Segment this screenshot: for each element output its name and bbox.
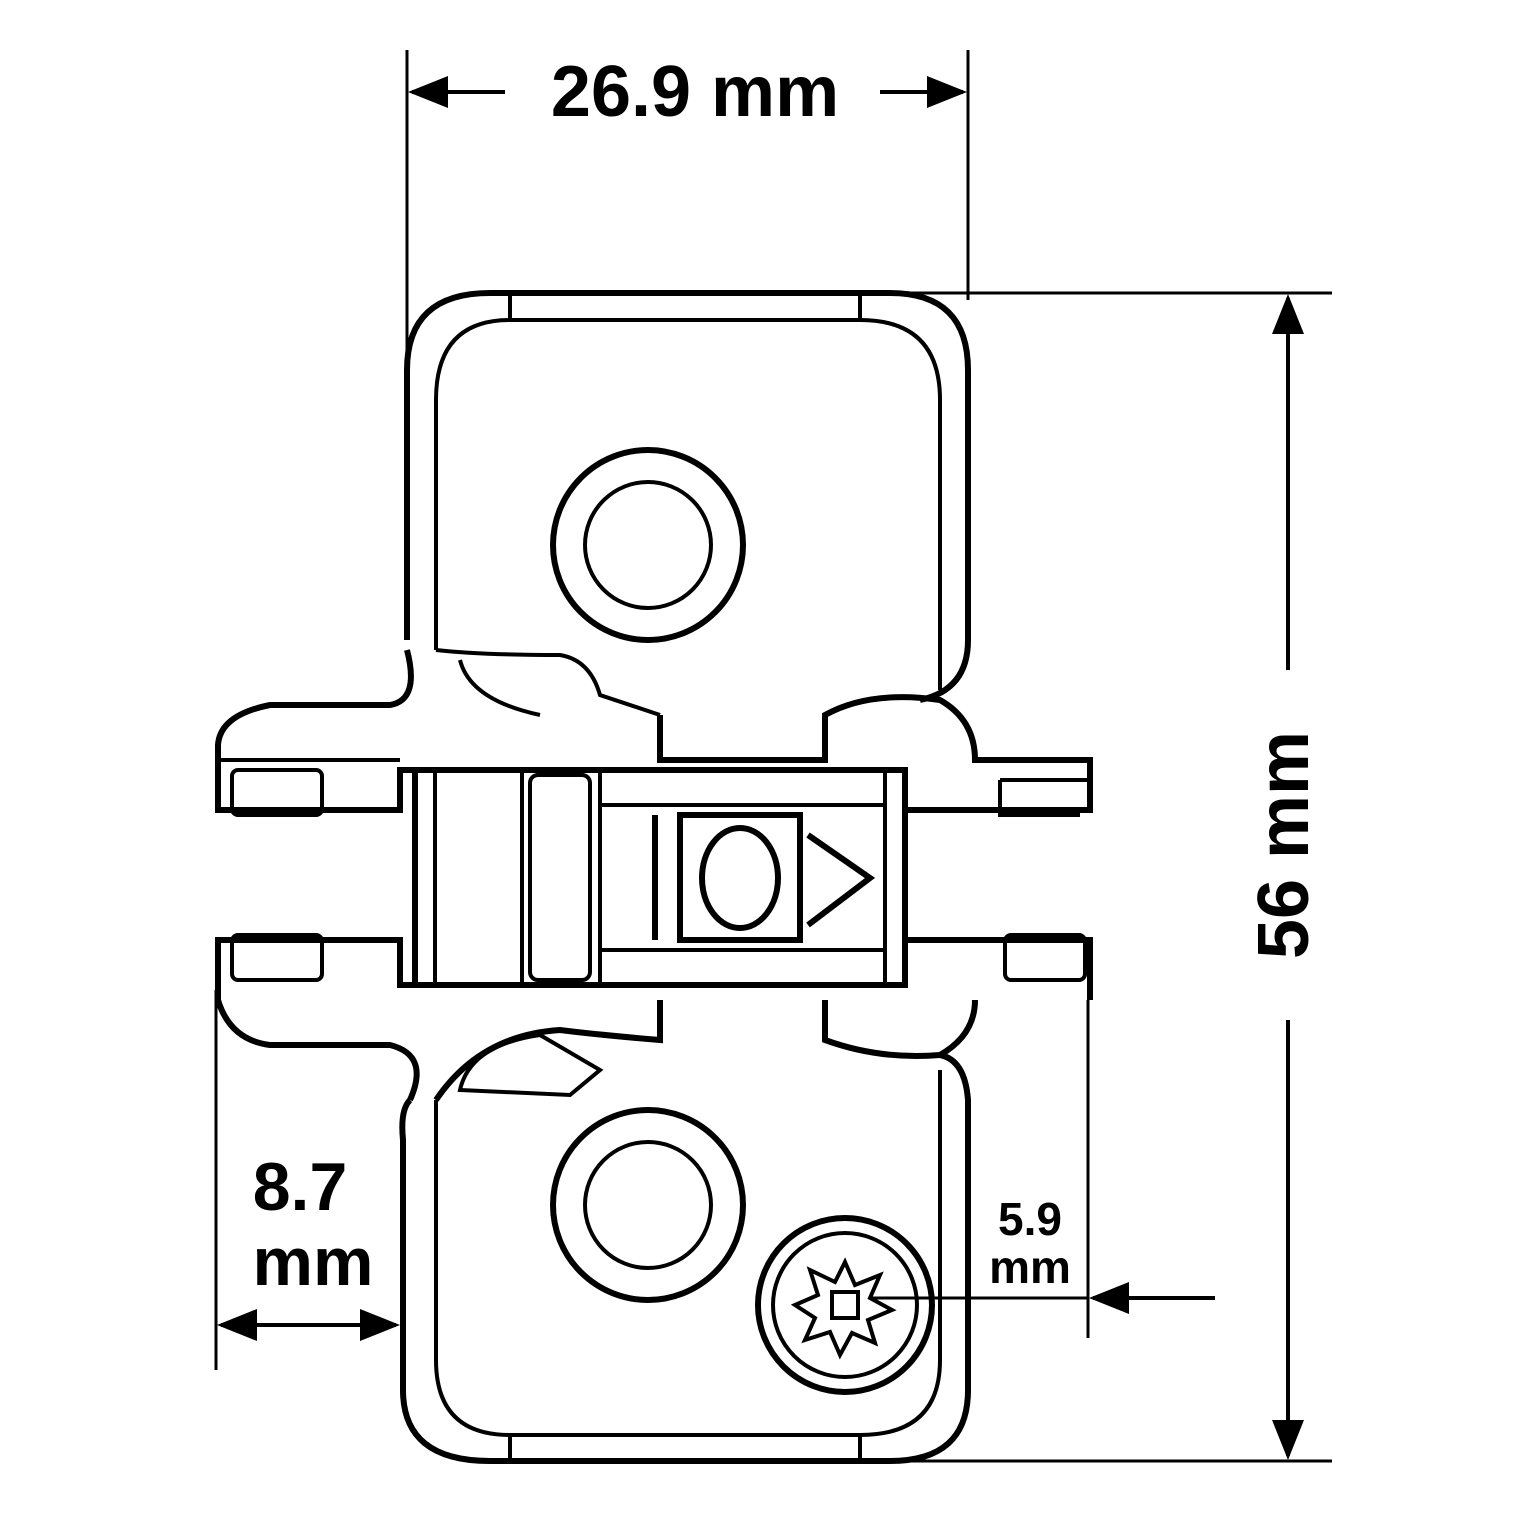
offset-value: 8.7 xyxy=(253,1149,348,1225)
cam-icon xyxy=(699,825,781,931)
offset-unit: mm xyxy=(253,1224,374,1300)
screw-unit: mm xyxy=(989,1241,1071,1293)
height-dimension: 56 mm xyxy=(870,291,1332,1463)
bottom-mounting-plate xyxy=(399,1052,971,1464)
screw-value: 5.9 xyxy=(998,1193,1062,1245)
pozidriv-head-icon xyxy=(790,1257,897,1360)
adjustment-window xyxy=(677,812,803,943)
top-mounting-plate xyxy=(404,290,971,717)
offset-dimension: 8.7 mm xyxy=(214,990,400,1370)
width-label: 26.9 mm xyxy=(551,52,839,132)
bottom-screw-hole xyxy=(550,1107,746,1303)
width-dimension: 26.9 mm xyxy=(405,50,970,360)
hinge-body xyxy=(215,649,1093,1102)
screw-dimension: 5.9 mm xyxy=(870,1000,1215,1338)
height-label: 56 mm xyxy=(1244,731,1324,959)
adjustment-screw xyxy=(755,1215,935,1395)
top-screw-hole xyxy=(550,447,746,643)
